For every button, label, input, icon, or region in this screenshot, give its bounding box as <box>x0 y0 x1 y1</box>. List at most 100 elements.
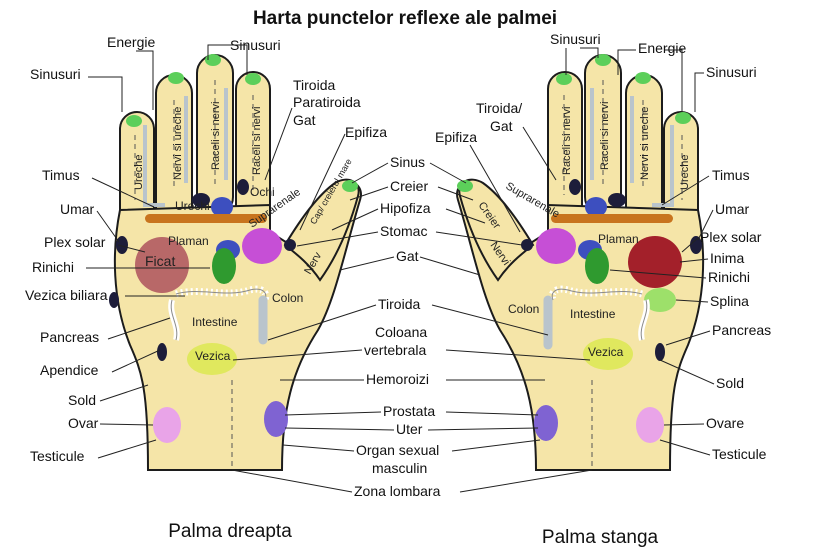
diagram-title: Harta punctelor reflexe ale palmei <box>253 8 557 29</box>
lbl-l-sinusuri-top: Sinusuri <box>230 37 281 53</box>
lbl-r-gat: Gat <box>490 118 513 134</box>
lbl-l-apendice: Apendice <box>40 362 99 378</box>
left-palm-hand <box>456 54 705 471</box>
left-tip-middle-icon <box>205 54 221 66</box>
left-inner-ficat: Ficat <box>145 253 175 269</box>
lbl-c-stomac: Stomac <box>380 223 427 239</box>
right-tip-index-icon <box>556 73 572 85</box>
right-shoulder-point-icon <box>690 236 702 254</box>
lbl-l-sinusuri-side: Sinusuri <box>30 66 81 82</box>
lbl-l-ovar: Ovar <box>68 415 99 431</box>
lbl-r-inima: Inima <box>710 250 744 266</box>
lbl-c-uter: Uter <box>396 421 423 437</box>
right-spleen <box>644 288 676 312</box>
left-tip-thumb-icon <box>342 180 358 192</box>
left-shoulder-point-icon <box>116 236 128 254</box>
left-eye-point-icon <box>237 179 249 195</box>
right-tip-thumb-icon <box>457 180 473 192</box>
lbl-l-pancreas: Pancreas <box>40 329 99 345</box>
lbl-r-sold: Sold <box>716 375 744 391</box>
left-thumb-joint-icon <box>284 239 296 251</box>
lbl-r-testicule: Testicule <box>712 446 767 462</box>
right-inner-raceli-1: Raceli si nervi <box>561 107 573 175</box>
left-kidney <box>212 248 236 284</box>
caption-left-palm: Palma stanga <box>542 527 659 548</box>
right-inner-intestine: Intestine <box>570 307 616 321</box>
lbl-c-gat: Gat <box>396 248 419 264</box>
caption-right-palm: Palma dreapta <box>168 521 292 542</box>
lbl-r-timus: Timus <box>712 167 750 183</box>
lbl-r-energie: Energie <box>638 40 686 56</box>
lbl-l-vezica-biliara: Vezica biliara <box>25 287 108 303</box>
right-inner-nervi-ureche: Nervi si ureche <box>639 107 651 180</box>
lbl-c-organ: Organ sexual <box>356 442 439 458</box>
left-liver <box>135 237 189 293</box>
left-inner-nervi-ureche: Nervi si ureche <box>172 107 184 180</box>
lbl-r-pancreas: Pancreas <box>712 322 771 338</box>
right-hypophysis-icon <box>585 197 607 217</box>
left-hypophysis-icon <box>211 197 233 217</box>
lbl-c-hipofiza: Hipofiza <box>380 200 431 216</box>
left-inner-raceli-2: Raceli si nervi <box>251 107 263 175</box>
left-inner-vezica: Vezica <box>195 349 231 363</box>
lbl-l-sold: Sold <box>68 392 96 408</box>
lbl-l-umar: Umar <box>60 201 95 217</box>
lbl-l-gat: Gat <box>293 112 316 128</box>
left-tip-ring-icon <box>168 72 184 84</box>
lbl-l-tiroida: Tiroida <box>293 77 335 93</box>
left-inner-ochi: Ochi <box>250 185 275 199</box>
lbl-c-zona: Zona lombara <box>354 483 441 499</box>
left-inner-ureche: Ureche <box>133 155 145 190</box>
lbl-r-epifiza: Epifiza <box>435 129 477 145</box>
left-tip-index-icon <box>245 73 261 85</box>
left-inner-intestine: Intestine <box>192 315 238 329</box>
right-eye-point-icon <box>569 179 581 195</box>
lbl-r-splina: Splina <box>710 293 749 309</box>
lbl-r-sinusuri-top: Sinusuri <box>550 31 601 47</box>
left-thumb <box>283 178 360 282</box>
lbl-l-paratiroida: Paratiroida <box>293 94 361 110</box>
right-inner-vezica: Vezica <box>588 345 624 359</box>
left-adrenal <box>242 228 282 264</box>
lbl-l-rinichi: Rinichi <box>32 259 74 275</box>
left-leader-lines <box>86 44 346 459</box>
left-inner-colon: Colon <box>272 291 303 305</box>
left-bladder <box>187 343 237 375</box>
lbl-c-coloana: Coloana <box>375 324 427 340</box>
lbl-c-creier: Creier <box>390 178 428 194</box>
lbl-r-sinusuri-side: Sinusuri <box>706 64 757 80</box>
lbl-l-timus: Timus <box>42 167 80 183</box>
right-leader-lines <box>469 47 715 456</box>
left-sinus-loop-1 <box>143 125 165 207</box>
lbl-l-energie: Energie <box>107 34 155 50</box>
left-pancreas-point-icon <box>157 343 167 361</box>
lbl-r-umar: Umar <box>715 201 750 217</box>
right-tip-middle-icon <box>595 54 611 66</box>
lbl-c-vertebrala: vertebrala <box>364 342 426 358</box>
right-pancreas-point-icon <box>655 343 665 361</box>
lbl-c-sinus: Sinus <box>390 154 425 170</box>
right-inner-colon: Colon <box>508 302 539 316</box>
right-bladder <box>583 338 633 370</box>
left-ovary-icon <box>153 407 181 443</box>
right-tip-ring-icon <box>635 72 651 84</box>
right-eye-point-icon <box>608 193 626 207</box>
right-inner-ureche: Ureche <box>679 155 691 190</box>
right-inner-plaman: Plaman <box>598 232 639 246</box>
left-lung-bar <box>145 214 267 223</box>
center-leader-lines <box>231 162 593 493</box>
left-tip-pinky-icon <box>126 115 142 127</box>
right-sinus-loop-3 <box>652 125 674 207</box>
right-thumb <box>458 178 535 282</box>
lbl-l-plex: Plex solar <box>44 234 106 250</box>
left-inner-urechi: Urechi <box>175 199 210 213</box>
left-prostate-icon <box>264 401 288 437</box>
right-inner-raceli-2: Raceli si nervi <box>599 102 611 170</box>
right-ovary-icon <box>636 407 664 443</box>
lbl-r-ovare: Ovare <box>706 415 744 431</box>
lbl-r-tiroida: Tiroida/ <box>476 100 522 116</box>
right-tip-pinky-icon <box>675 112 691 124</box>
lbl-r-plex: Plex solar <box>700 229 762 245</box>
right-adrenal <box>536 228 576 264</box>
